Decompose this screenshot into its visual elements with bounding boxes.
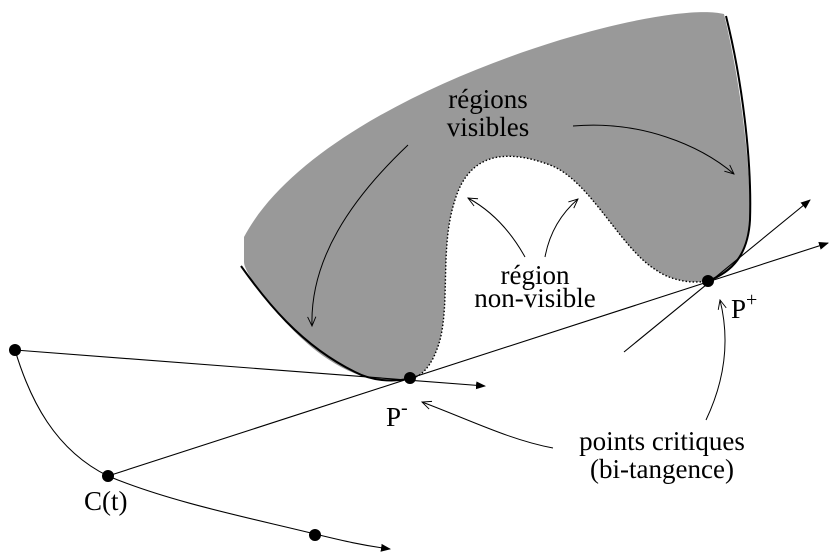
label-p-plus-base: P — [731, 294, 746, 324]
point-p-minus — [404, 372, 416, 384]
point-end — [309, 529, 321, 541]
arrow-critical-p-minus — [422, 402, 554, 449]
visible-region — [244, 12, 750, 380]
nonvisible-boundary — [407, 155, 709, 380]
boundary-left — [240, 265, 409, 382]
point-p-plus — [702, 275, 714, 287]
curve-c — [14, 349, 391, 552]
label-p-plus: P+ — [731, 289, 757, 324]
label-p-plus-sup: + — [746, 289, 757, 311]
label-critical-line1: points critiques — [579, 426, 745, 456]
arrow-nonvisible-left — [468, 198, 526, 258]
arrow-visible-left — [312, 144, 409, 326]
label-nonvisible-line2: non-visible — [474, 283, 596, 313]
arrow-critical-p-plus — [705, 300, 725, 421]
point-c-t — [102, 470, 114, 482]
label-visible-line1: régions — [448, 84, 527, 114]
label-p-minus: P- — [386, 397, 408, 432]
label-p-minus-sup: - — [401, 397, 408, 419]
label-nonvisible-line1: région — [501, 260, 570, 290]
label-visible-line2: visibles — [447, 112, 530, 142]
point-start — [9, 344, 21, 356]
arrow-nonvisible-right — [544, 199, 578, 258]
arrow-visible-right — [572, 124, 734, 174]
tangent-line-p-plus — [623, 199, 811, 353]
label-p-minus-base: P — [386, 402, 401, 432]
label-critical-line2: (bi-tangence) — [590, 454, 734, 484]
boundary-right — [707, 15, 752, 282]
label-curve: C(t) — [84, 486, 128, 516]
